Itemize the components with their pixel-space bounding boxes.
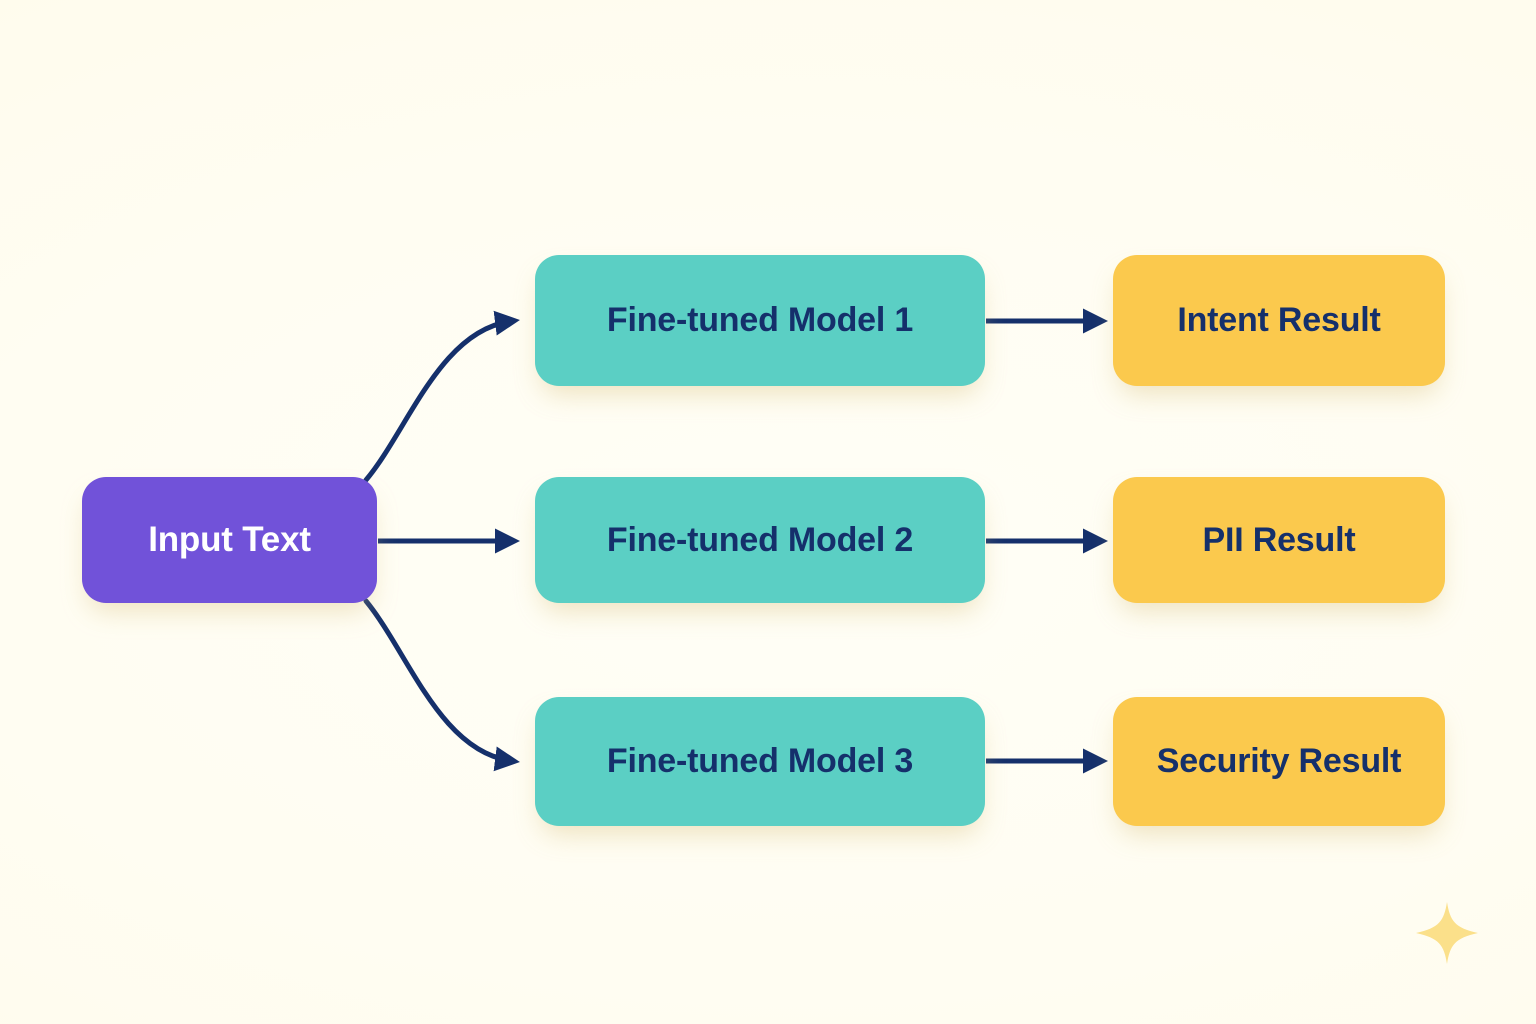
node-fine-tuned-model-1-label: Fine-tuned Model 1	[606, 301, 914, 339]
node-security-result[interactable]: Security Result	[1113, 697, 1445, 826]
edge-input-to-model-1	[363, 310, 520, 483]
edge-input-to-model-3	[363, 598, 520, 772]
node-fine-tuned-model-2[interactable]: Fine-tuned Model 2	[535, 477, 985, 603]
node-intent-result[interactable]: Intent Result	[1113, 255, 1445, 386]
node-fine-tuned-model-2-label: Fine-tuned Model 2	[606, 520, 914, 559]
node-intent-result-label: Intent Result	[1177, 301, 1381, 339]
node-pii-result[interactable]: PII Result	[1113, 477, 1445, 603]
node-pii-result-label: PII Result	[1202, 520, 1356, 559]
node-fine-tuned-model-3[interactable]: Fine-tuned Model 3	[535, 697, 985, 826]
node-fine-tuned-model-3-label: Fine-tuned Model 3	[606, 742, 914, 780]
node-input-text-label: Input Text	[148, 520, 311, 559]
sparkle-icon	[1416, 902, 1478, 964]
node-security-result-label: Security Result	[1156, 742, 1402, 780]
node-input-text[interactable]: Input Text	[82, 477, 377, 603]
node-fine-tuned-model-1[interactable]: Fine-tuned Model 1	[535, 255, 985, 386]
